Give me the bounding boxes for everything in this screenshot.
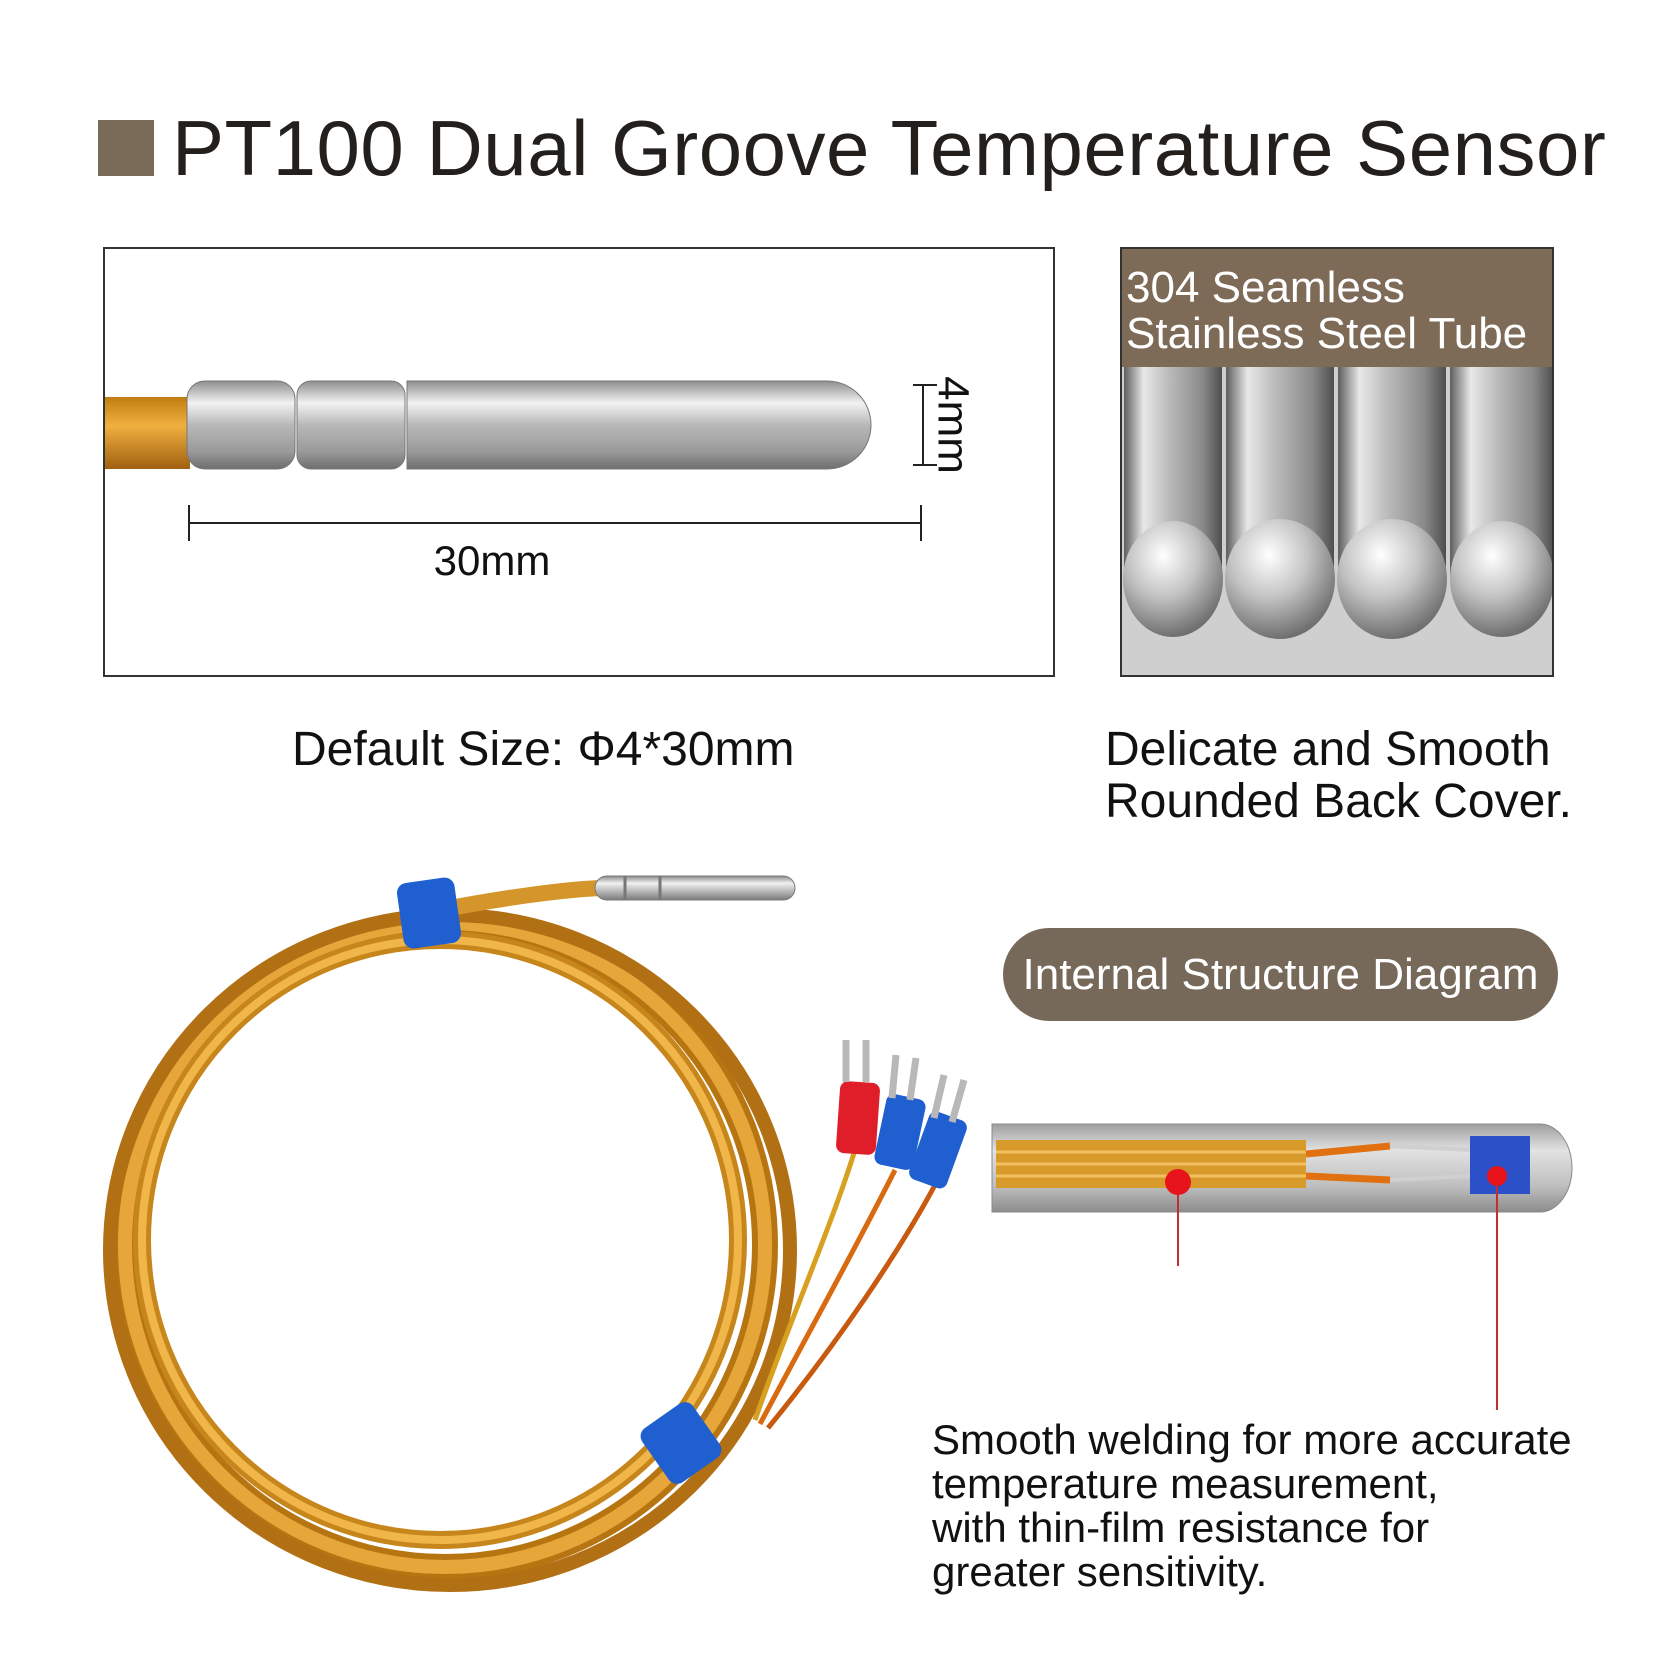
weld-caption-line-1: Smooth welding for more accurate <box>932 1416 1572 1463</box>
lead-wires <box>752 1149 938 1430</box>
tube-header-label: 304 Seamless Stainless Steel Tube <box>1122 249 1552 367</box>
terminal-blue-1 <box>874 1094 926 1170</box>
probe-casing <box>991 1123 1573 1213</box>
thin-film-resistor <box>1470 1136 1530 1194</box>
tube-header-line-1: 304 Seamless <box>1126 263 1405 312</box>
weld-caption: Smooth welding for more accurate tempera… <box>932 1418 1572 1594</box>
tube-1 <box>1123 359 1223 637</box>
probe-illustration: 4mm 30mm <box>105 376 977 584</box>
probe-dimension-panel: 4mm 30mm <box>103 247 1055 677</box>
weld-point-marker <box>1165 1169 1191 1195</box>
back-cover-caption-line-1: Delicate and Smooth <box>1105 723 1551 776</box>
tube-header-line-2: Stainless Steel Tube <box>1126 309 1528 358</box>
page-title: PT100 Dual Groove Temperature Sensor <box>172 104 1607 192</box>
probe-segment-1 <box>186 380 296 470</box>
weld-caption-line-4: greater sensitivity. <box>932 1548 1268 1595</box>
diameter-label: 4mm <box>928 376 977 474</box>
back-cover-caption: Delicate and Smooth Rounded Back Cover. <box>1105 724 1572 828</box>
probe-cable <box>105 397 190 469</box>
diameter-dimension-line <box>913 384 937 466</box>
coil-probe-tip <box>594 875 796 901</box>
tube-2 <box>1225 359 1335 639</box>
internal-structure-label: Internal Structure Diagram <box>1003 928 1558 1021</box>
title-square-bullet <box>98 120 154 176</box>
probe-segment-2 <box>296 380 406 470</box>
resistor-marker <box>1487 1166 1507 1186</box>
tube-4 <box>1450 359 1552 637</box>
steel-tubes-illustration <box>1122 359 1552 675</box>
back-cover-caption-line-2: Rounded Back Cover. <box>1105 775 1572 828</box>
weld-caption-line-2: temperature measurement, <box>932 1460 1439 1507</box>
coiled-cable <box>103 880 797 1592</box>
cable-tie-top <box>396 877 462 949</box>
probe-tip-segment <box>406 380 872 470</box>
terminal-red <box>836 1081 880 1155</box>
length-label: 30mm <box>434 537 551 584</box>
default-size-caption: Default Size: Φ4*30mm <box>292 723 795 776</box>
inner-braided-cable <box>996 1140 1306 1188</box>
terminal-blue-2 <box>909 1111 967 1189</box>
inner-leads <box>1305 1142 1391 1184</box>
cable-tie-bottom <box>640 1402 722 1484</box>
length-dimension-line <box>188 505 922 541</box>
tube-3 <box>1337 359 1447 639</box>
weld-caption-line-3: with thin-film resistance for <box>932 1504 1430 1551</box>
spade-terminals <box>836 1040 968 1189</box>
steel-tube-panel: 304 Seamless Stainless Steel Tube <box>1120 247 1554 677</box>
